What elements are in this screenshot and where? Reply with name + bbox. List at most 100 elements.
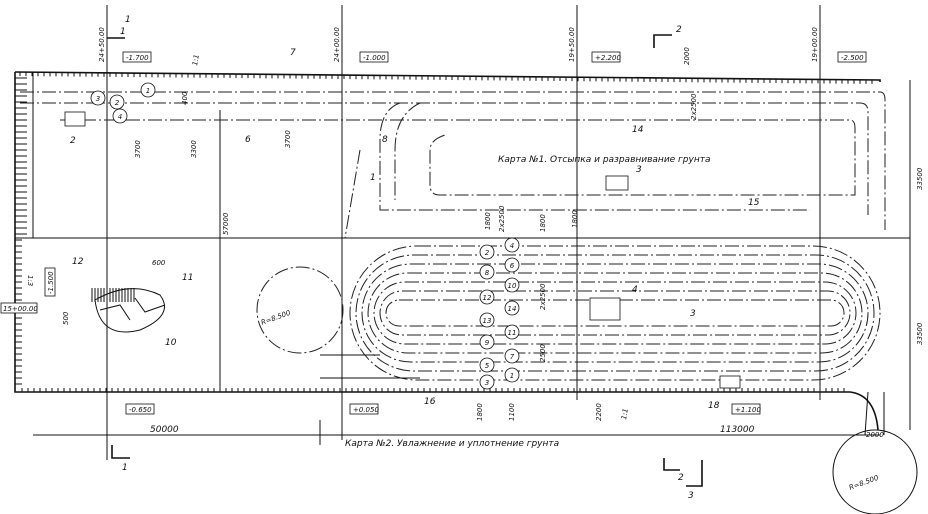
pass-number-circle: 13 xyxy=(479,312,495,328)
svg-text:57000: 57000 xyxy=(222,212,230,235)
station-15: 15+00.00 xyxy=(0,302,38,314)
svg-text:3: 3 xyxy=(96,95,100,103)
pass-number-circle: 7 xyxy=(504,348,520,364)
svg-text:15+00.00: 15+00.00 xyxy=(3,305,38,313)
pass-number-circle: 4 xyxy=(112,108,128,124)
svg-text:-1.500: -1.500 xyxy=(47,271,55,294)
svg-text:11: 11 xyxy=(508,329,517,337)
pass-number-circle: 8 xyxy=(479,264,495,280)
svg-text:+1.100: +1.100 xyxy=(735,406,761,414)
compaction-tracks xyxy=(320,245,881,381)
svg-text:2: 2 xyxy=(678,473,684,483)
svg-text:1800: 1800 xyxy=(476,403,484,421)
pass-number-circle: 14 xyxy=(504,300,520,316)
svg-text:2000: 2000 xyxy=(866,431,884,439)
watering-truck-icon xyxy=(719,375,741,389)
pass-number-circle: 2 xyxy=(109,94,125,110)
turning-circle-right xyxy=(832,391,918,514)
svg-text:400: 400 xyxy=(181,91,189,105)
svg-text:3: 3 xyxy=(485,379,489,387)
svg-text:7: 7 xyxy=(510,353,515,361)
svg-text:-0.650: -0.650 xyxy=(129,406,152,414)
turning-circle-left xyxy=(256,266,344,354)
svg-text:9: 9 xyxy=(485,339,490,347)
pass-number-circle: 3 xyxy=(90,90,106,106)
pass-number-circle: 3 xyxy=(479,374,495,390)
svg-text:2500: 2500 xyxy=(539,344,547,362)
pass-number-circle: 6 xyxy=(504,257,520,273)
svg-text:2x2500: 2x2500 xyxy=(690,93,698,120)
upper-haul-track xyxy=(20,91,886,239)
svg-text:6: 6 xyxy=(510,262,515,270)
svg-text:12: 12 xyxy=(72,257,84,267)
svg-text:15: 15 xyxy=(748,198,760,208)
svg-text:10: 10 xyxy=(165,338,177,348)
svg-text:13: 13 xyxy=(483,317,492,325)
pass-number-circle: 12 xyxy=(479,289,495,305)
svg-text:10: 10 xyxy=(508,282,517,290)
svg-text:5: 5 xyxy=(485,362,490,370)
station-lines xyxy=(33,5,911,460)
svg-text:113000: 113000 xyxy=(720,425,755,435)
svg-text:3: 3 xyxy=(690,309,696,319)
station-label: 24+00.00 xyxy=(333,27,341,62)
svg-text:4: 4 xyxy=(510,242,514,250)
pass-number-circle: 1 xyxy=(504,367,520,383)
machine-icons xyxy=(64,111,741,389)
svg-text:1800: 1800 xyxy=(484,212,492,230)
svg-text:R=8.500: R=8.500 xyxy=(260,309,292,327)
svg-text:50000: 50000 xyxy=(150,425,179,435)
svg-text:6: 6 xyxy=(245,135,251,145)
svg-text:7: 7 xyxy=(290,48,296,58)
svg-text:600: 600 xyxy=(152,259,166,267)
svg-text:1100: 1100 xyxy=(508,403,516,421)
svg-text:4: 4 xyxy=(118,113,122,121)
bulldozer-icon xyxy=(64,111,86,127)
pass-number-circle: 2 xyxy=(479,244,495,260)
svg-text:8: 8 xyxy=(485,269,490,277)
svg-text:8: 8 xyxy=(382,135,388,145)
station-label: 19+50.00 xyxy=(568,27,576,62)
svg-text:16: 16 xyxy=(424,397,436,407)
svg-text:1:3: 1:3 xyxy=(26,275,34,286)
svg-text:1:1: 1:1 xyxy=(620,408,630,420)
section-markers: 1 1 2 2 3 xyxy=(107,25,703,501)
svg-text:1: 1 xyxy=(146,87,150,95)
svg-text:11: 11 xyxy=(182,273,193,283)
pass-number-circle: 9 xyxy=(479,334,495,350)
svg-text:1: 1 xyxy=(125,15,131,25)
svg-text:1: 1 xyxy=(510,372,514,380)
site-boundary xyxy=(14,71,910,431)
svg-text:1:1: 1:1 xyxy=(191,54,201,66)
station-label: 24+50.00 xyxy=(98,27,106,62)
svg-text:1: 1 xyxy=(122,463,128,473)
callout-numbers: 1 2 3 6 7 8 14 15 1 12 11 10 16 18 5 4 3 xyxy=(70,15,760,411)
svg-text:12: 12 xyxy=(483,294,492,302)
svg-text:-1.000: -1.000 xyxy=(363,54,386,62)
svg-text:2x2500: 2x2500 xyxy=(498,205,506,232)
elevation-marks: -1.700 -1.000 +2.200 -2.500 -1.500 -0.65… xyxy=(44,51,867,415)
svg-text:-1.700: -1.700 xyxy=(126,54,149,62)
svg-text:1: 1 xyxy=(120,27,126,37)
svg-text:3: 3 xyxy=(688,491,694,501)
svg-text:500: 500 xyxy=(62,311,70,325)
svg-text:2: 2 xyxy=(676,25,682,35)
svg-text:2200: 2200 xyxy=(595,403,603,421)
roller-icon xyxy=(589,297,621,321)
svg-text:1800: 1800 xyxy=(571,210,579,228)
dimension-labels: 3700 3300 3700 57000 2000 2x2500 1800 2x… xyxy=(26,47,924,492)
svg-text:33500: 33500 xyxy=(916,322,924,345)
svg-text:1800: 1800 xyxy=(539,214,547,232)
svg-text:3: 3 xyxy=(636,165,642,175)
pass-number-circle: 5 xyxy=(479,357,495,373)
bulldozer-icon xyxy=(605,175,629,191)
svg-text:2: 2 xyxy=(485,249,490,257)
pass-number-circle: 1 xyxy=(140,82,156,98)
station-label: 19+00.00 xyxy=(811,27,819,62)
svg-text:2x2500: 2x2500 xyxy=(539,283,547,310)
svg-text:14: 14 xyxy=(508,305,517,313)
svg-text:3700: 3700 xyxy=(284,130,292,148)
pass-number-circle: 10 xyxy=(504,277,520,293)
